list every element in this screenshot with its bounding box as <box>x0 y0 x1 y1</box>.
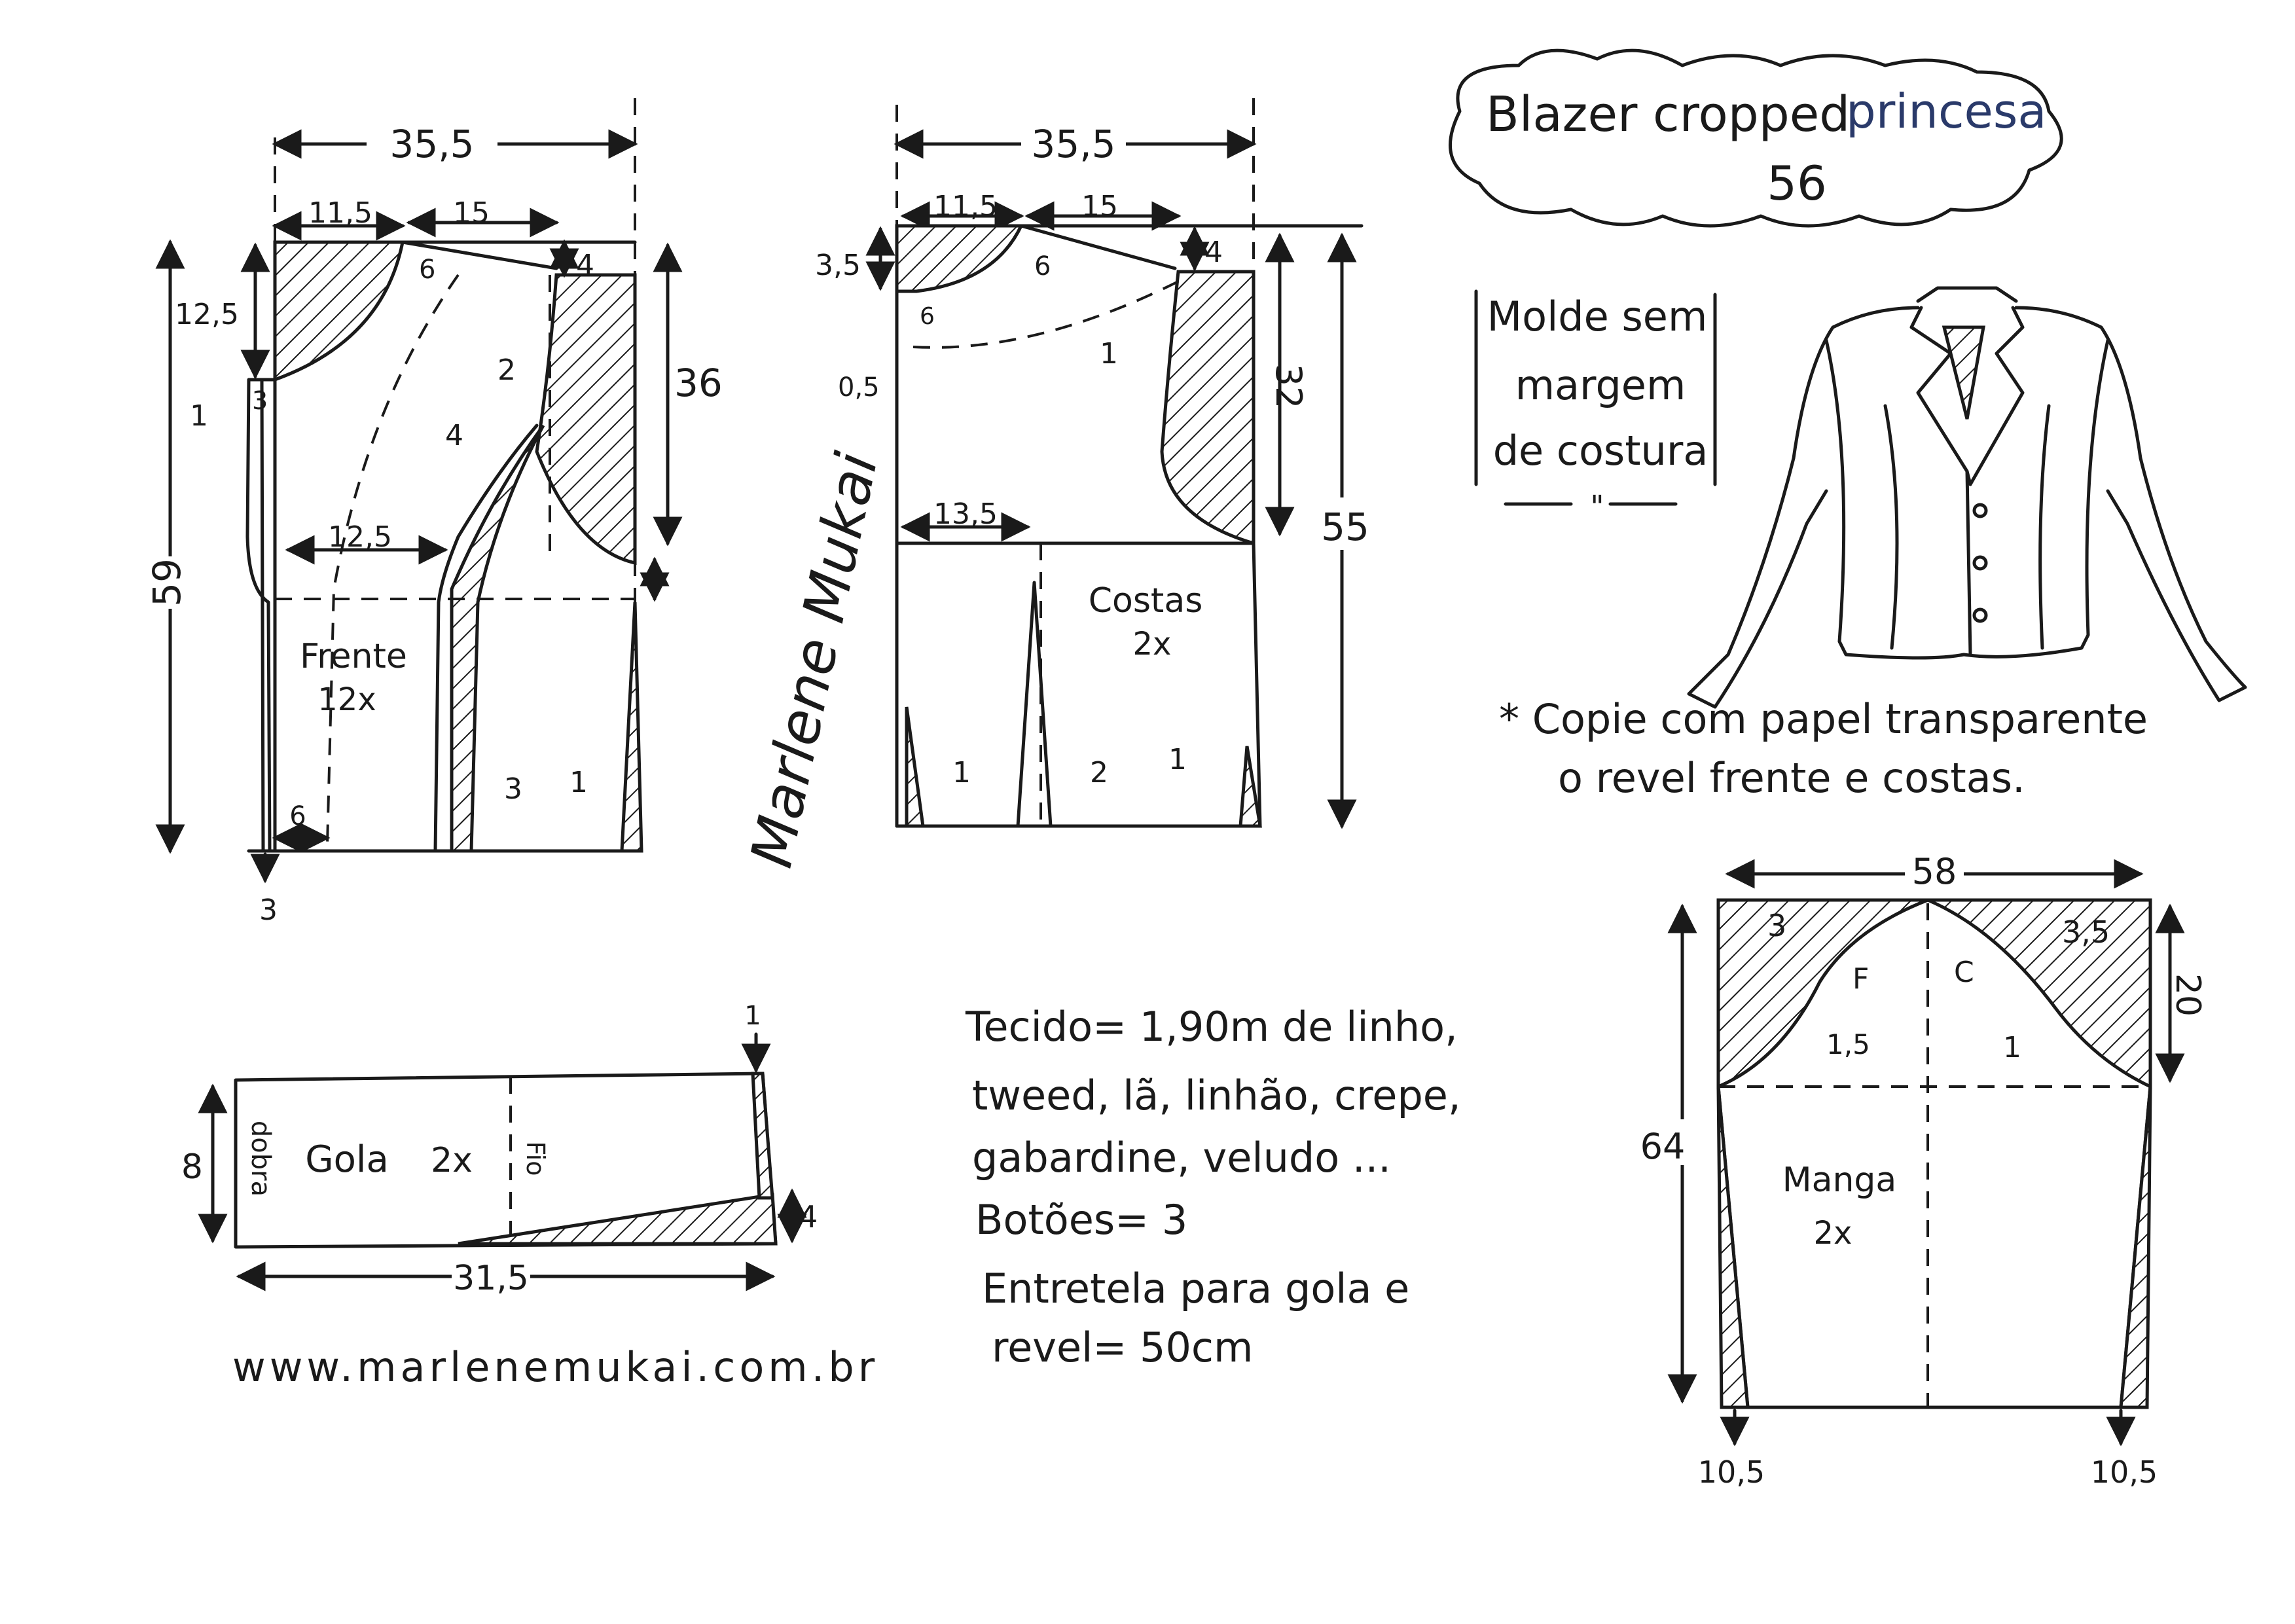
sleeve-front-mark: F <box>1852 962 1869 996</box>
back-piece: 35,5 11,5 15 3,5 32 55 <box>815 98 1375 829</box>
front-neck-depth: 12,5 <box>175 298 239 331</box>
sleeve-cuff-left: 10,5 <box>1698 1454 1765 1490</box>
note-ditto: " <box>1590 489 1604 524</box>
back-mark-1a: 1 <box>1100 337 1118 370</box>
materials-line3: gabardine, veludo ... <box>972 1134 1391 1182</box>
front-waist-width: 12,5 <box>328 520 392 554</box>
sleeve-count: 2x <box>1814 1215 1852 1252</box>
note-line2: margem <box>1515 361 1686 409</box>
title-cloud: Blazer cropped princesa 56 <box>1449 48 2063 228</box>
sleeve-mark-15: 1,5 <box>1826 1028 1870 1060</box>
note-box: Molde sem margem de costura " <box>1474 289 1717 524</box>
front-mark-1b: 1 <box>569 766 588 799</box>
back-shoulder-width: 15 <box>1081 190 1118 223</box>
back-waist-width: 13,5 <box>933 497 998 531</box>
front-side-height: 36 <box>674 361 723 405</box>
back-mark-2: 2 <box>1090 756 1108 789</box>
collar-length: 31,5 <box>453 1259 529 1298</box>
front-mark-1: 1 <box>190 399 208 433</box>
front-mark-6: 6 <box>419 255 435 285</box>
title-size: 56 <box>1767 156 1827 211</box>
materials-note: Tecido= 1,90m de linho, tweed, lã, linhã… <box>965 1003 1461 1371</box>
back-shoulder-drop: 4 <box>1204 236 1223 269</box>
sleeve-label: Manga <box>1782 1161 1897 1200</box>
front-shoulder-drop: 4 <box>576 249 594 282</box>
copy-note-line1: * Copie com papel transparente <box>1499 695 2148 743</box>
sleeve-total-height: 64 <box>1640 1126 1686 1167</box>
front-mark-3a: 3 <box>252 386 268 415</box>
sleeve-mark-1: 1 <box>2003 1031 2021 1064</box>
jacket-sketch <box>1687 286 2247 709</box>
back-mark-6a: 6 <box>920 303 935 330</box>
title-line1: Blazer cropped <box>1486 86 1850 143</box>
collar-count: 2x <box>431 1141 473 1180</box>
front-shoulder-width: 15 <box>453 196 490 230</box>
materials-line5: Entretela para gola e <box>982 1265 1409 1312</box>
back-total-height: 55 <box>1321 505 1369 549</box>
collar-tip: 4 <box>799 1199 818 1235</box>
collar-label: Gola <box>305 1138 389 1181</box>
front-hem-ext: 6 <box>289 801 306 831</box>
back-mark-1c: 1 <box>1168 743 1187 776</box>
front-mark-4: 4 <box>445 419 463 452</box>
front-mark-3c: 3 <box>259 893 278 927</box>
signature: Marlene Mukai <box>737 446 891 873</box>
front-count: 12x <box>317 681 376 718</box>
front-neck-width: 11,5 <box>308 196 372 230</box>
back-mark-6b: 6 <box>1034 251 1051 281</box>
sleeve-back-mark: C <box>1954 956 1974 989</box>
website: www.marlenemukai.com.br <box>232 1343 878 1391</box>
collar-fold: dobra <box>245 1121 276 1197</box>
sleeve-width: 58 <box>1912 851 1957 892</box>
back-width-label: 35,5 <box>1031 122 1115 166</box>
materials-line2: tweed, lã, linhão, crepe, <box>972 1072 1461 1119</box>
sleeve-cuff-right: 10,5 <box>2091 1454 2158 1490</box>
front-piece: 35,5 11,5 15 59 <box>144 98 723 927</box>
back-neck-depth: 3,5 <box>815 249 861 282</box>
title-accent: princesa <box>1846 84 2046 139</box>
materials-line4: Botões= 3 <box>975 1196 1187 1244</box>
front-mark-2: 2 <box>497 353 516 387</box>
front-label: Frente <box>300 637 407 676</box>
sleeve-cap-height: 20 <box>2168 973 2207 1017</box>
front-total-height: 59 <box>145 558 189 607</box>
note-line1: Molde sem <box>1487 293 1708 340</box>
collar-height: 8 <box>181 1147 203 1187</box>
front-width-label: 35,5 <box>389 122 474 166</box>
collar-grain: Fio <box>521 1142 550 1176</box>
back-offset: 0,5 <box>838 372 880 403</box>
materials-line1: Tecido= 1,90m de linho, <box>965 1003 1458 1051</box>
sleeve-mark-35: 3,5 <box>2062 914 2110 950</box>
back-count: 2x <box>1133 626 1172 662</box>
sleeve-mark-3: 3 <box>1767 908 1786 943</box>
back-neck-width: 11,5 <box>933 190 998 223</box>
materials-line6: revel= 50cm <box>992 1324 1253 1371</box>
collar-piece: 8 dobra Gola 2x Fio 31,5 4 1 <box>181 1001 818 1298</box>
sleeve-piece: 58 20 64 3 3,5 F C 1,5 1 Manga 2x 10,5 1… <box>1640 851 2207 1490</box>
collar-top-mark: 1 <box>744 1001 761 1031</box>
back-label: Costas <box>1089 581 1203 621</box>
note-line3: de costura <box>1493 427 1708 475</box>
copy-note-line2: o revel frente e costas. <box>1558 754 2025 802</box>
back-armhole-height: 32 <box>1268 364 1309 409</box>
back-mark-1b: 1 <box>952 756 971 789</box>
front-mark-3b: 3 <box>504 772 522 806</box>
